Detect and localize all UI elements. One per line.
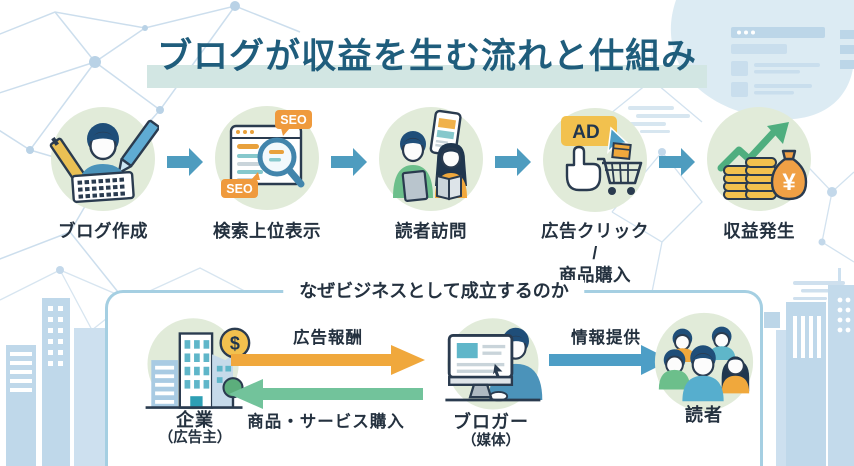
flow-arrow-icon [654,148,700,176]
seo-badge-top: SEO [275,110,312,136]
blogger-sublabel: （媒体） [462,433,520,449]
ad-reward-arrow-icon [231,345,425,375]
flow-step-ad-click: AD 広告クリック / 商品購入 [536,102,654,287]
keyboard-icon [71,170,135,204]
ad-button-icon: AD [561,116,617,146]
page-title: ブログが収益を生む流れと仕組み [0,26,854,88]
blogger-label: ブロガー [453,412,529,432]
reader-man [393,131,433,202]
blogger-at-computer-icon [445,318,543,410]
flow-step-label: 検索上位表示 [213,221,321,241]
readers-label: 読者 [685,405,723,425]
seo-badge-bottom: SEO [221,172,260,198]
blog-writing-icon [49,107,159,211]
skyline-bottom-left [6,298,108,466]
growth-arrow-icon [717,122,789,172]
info-provision-label: 情報提供 [571,329,641,347]
flow-step-seo-ranking: SEO SEO 検索上位表示 [208,102,326,243]
page-title-text: ブログが収益を生む流れと仕組み [146,26,707,88]
flow-arrow-icon [326,148,372,176]
company-label: 企業 [176,410,214,430]
reader-back-right [707,326,736,360]
flow-arrow-icon [490,148,536,176]
reader-visit-icon [379,107,483,211]
business-section-heading: なぜビジネスとして成立するのか [283,280,585,302]
company-sublabel: （広告主） [158,430,232,446]
business-model-box: なぜビジネスとして成立するのか [105,280,763,466]
svg-text:¥: ¥ [782,169,796,196]
reader-woman [435,143,467,201]
company-building-icon: $ [145,318,251,410]
flow-step-label: 広告クリック / 商品購入 [541,221,649,285]
purchase-label: 商品・サービス購入 [247,413,405,431]
svg-text:$: $ [230,334,240,354]
flow-step-blog-creation: ブログ作成 [44,102,162,243]
flow-step-label: 読者訪問 [395,221,467,241]
flow-arrow-icon [162,148,208,176]
ad-reward-label: 広告報酬 [293,329,363,347]
hand-pointer-icon [565,145,602,192]
svg-text:SEO: SEO [226,182,253,196]
skyline-bottom-right [764,268,854,466]
wireframe-browser [731,27,854,97]
purchase-arrow-icon [229,379,423,409]
info-provision-arrow-icon [549,345,671,375]
reader-right-woman [721,356,750,394]
flow-step-label: ブログ作成 [58,221,148,241]
revenue-flow-row: ブログ作成 [44,102,818,287]
svg-text:SEO: SEO [280,113,307,127]
flow-step-reader-visit: 読者訪問 [372,102,490,243]
flow-step-label: 収益発生 [723,221,795,241]
network-nodes [26,1,240,154]
list-lines-mid-right [628,106,690,133]
money-bag-icon: ¥ [770,149,808,201]
readers-group-icon [654,312,754,412]
svg-text:AD: AD [572,122,599,143]
ad-click-cart-icon: AD [543,108,647,212]
monitor-icon [447,333,514,399]
reader-mid-left [658,349,691,390]
magnifier-icon [257,137,305,188]
shopping-cart-icon [597,142,643,195]
flow-step-revenue: ¥ 収益発生 [700,102,818,243]
seo-search-icon: SEO SEO [215,106,319,210]
coin-stacks-icon [723,157,777,200]
revenue-icon: ¥ [707,107,811,211]
reader-front-center [682,345,724,402]
pen-blue-icon [117,119,159,175]
